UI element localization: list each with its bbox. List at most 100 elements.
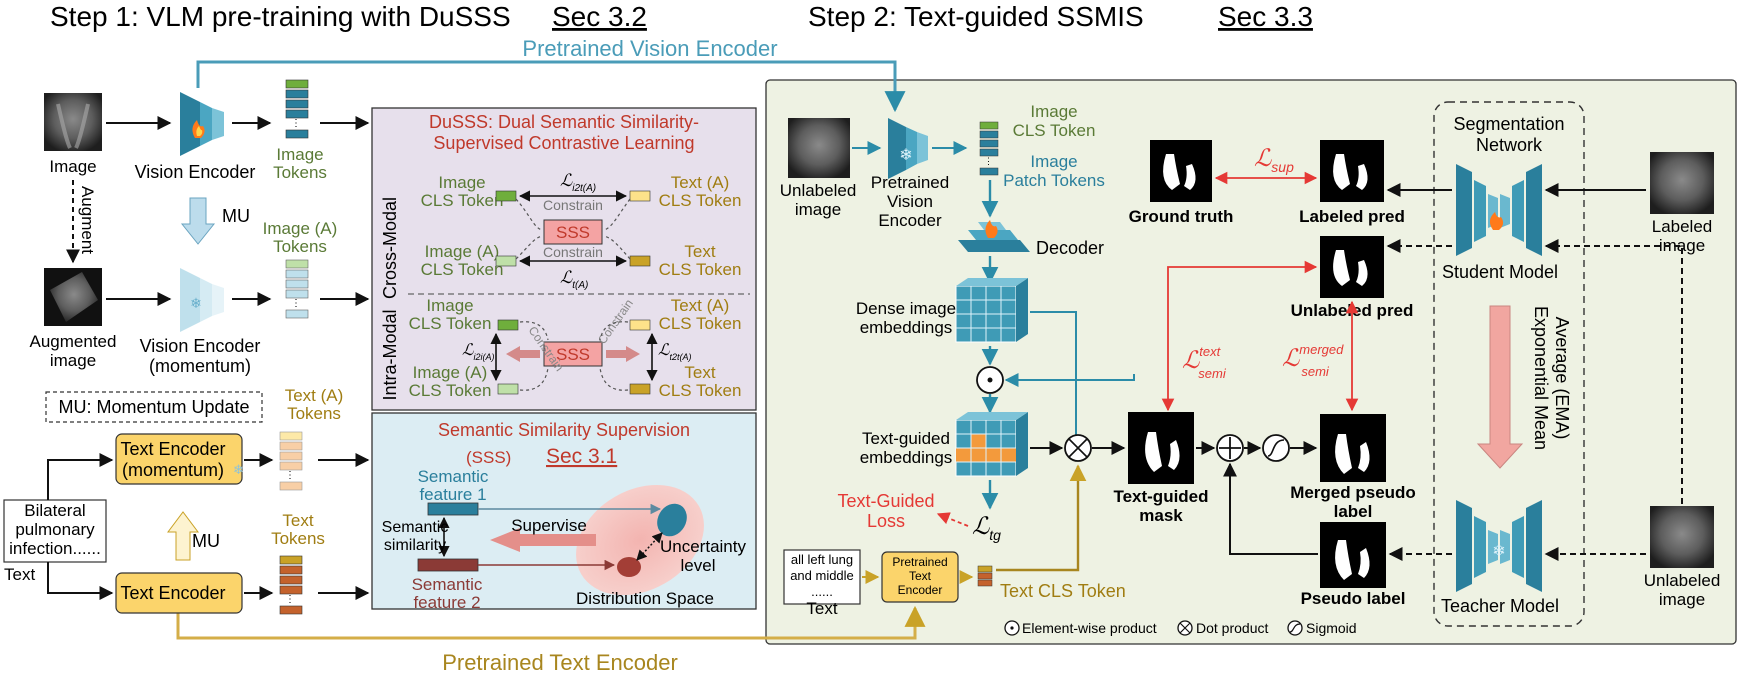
mu-legend-box bbox=[45, 391, 263, 423]
supervise-arrow bbox=[490, 528, 596, 552]
mu-label-text: MU bbox=[192, 531, 220, 551]
text-encoder-box bbox=[115, 572, 243, 614]
text-a-cls-token bbox=[629, 190, 651, 202]
text-a-tokens-label: Text (A)Tokens bbox=[285, 386, 344, 423]
step1-title: Step 1: VLM pre-training with DuSSS bbox=[50, 1, 511, 32]
sss-label-intra: SSS bbox=[556, 345, 590, 364]
ema-arrow bbox=[1476, 305, 1524, 469]
segmentation-network-box bbox=[1433, 101, 1585, 627]
image-a-tokens-icon: ⋮ bbox=[285, 259, 309, 319]
step2-text-label: Text bbox=[806, 599, 837, 618]
text-tokens-icon: ⋮ bbox=[279, 555, 303, 615]
operator-legend: Element-wise product Dot product Sigmoid bbox=[1004, 620, 1357, 636]
loss-t2t-a: ℒt2t(A) bbox=[658, 342, 692, 362]
dusss-title: DuSSS: Dual Semantic Similarity-Supervis… bbox=[429, 112, 699, 153]
svg-text:⋮: ⋮ bbox=[285, 470, 295, 481]
ground-truth-image bbox=[1150, 140, 1212, 202]
sss-node-cross bbox=[543, 219, 603, 245]
input-xray-image bbox=[44, 93, 102, 151]
intra-image-a-cls-label: Image (A)CLS Token bbox=[409, 363, 492, 400]
text-input-label: Text bbox=[4, 565, 35, 584]
text-cls-token-label: Text CLS Token bbox=[1000, 581, 1126, 601]
feature2-point bbox=[617, 557, 641, 577]
loss-i2t-a-bottom: ℒt(A) bbox=[560, 268, 588, 291]
vision-encoder-label: Vision Encoder bbox=[135, 162, 256, 182]
image-tokens-icon: ⋮ bbox=[285, 79, 309, 139]
pretrained-vision-label: Pretrained Vision Encoder bbox=[522, 36, 777, 61]
vision-encoder-icon bbox=[180, 92, 224, 156]
svg-text:⋮: ⋮ bbox=[285, 594, 295, 605]
step2-sec-link[interactable]: Sec 3.3 bbox=[1218, 1, 1313, 32]
labeled-pred-label: Labeled pred bbox=[1299, 207, 1405, 226]
vision-encoder-momentum-label: Vision Encoder(momentum) bbox=[140, 336, 261, 376]
svg-text:⋮: ⋮ bbox=[291, 118, 301, 129]
sss-sec-link[interactable]: Sec 3.1 bbox=[546, 445, 617, 468]
svg-text:❄: ❄ bbox=[190, 295, 202, 311]
cross-modal-label: Cross-Modal bbox=[380, 197, 400, 299]
text-encoder-momentum-box bbox=[115, 433, 243, 485]
sigmoid-op bbox=[1262, 434, 1290, 462]
pseudo-label-image bbox=[1320, 522, 1386, 588]
pretrained-vision-connector bbox=[196, 60, 906, 113]
pretrained-vision-encoder-icon: ❄ bbox=[888, 118, 928, 179]
text-cls-token-icon bbox=[977, 565, 993, 587]
supervise-label: Supervise bbox=[511, 516, 587, 535]
legend-sigmoid: Sigmoid bbox=[1306, 620, 1357, 636]
cross-text-a-cls-label: Text (A)CLS Token bbox=[659, 173, 742, 210]
loss-i2i-a: ℒi2i(A) bbox=[462, 342, 495, 362]
image-label: Image bbox=[49, 157, 96, 176]
ground-truth-label: Ground truth bbox=[1129, 207, 1234, 226]
svg-text:❄: ❄ bbox=[1492, 543, 1505, 560]
sss-abbr: (SSS) bbox=[466, 448, 511, 467]
legend-dot: Dot product bbox=[1196, 620, 1268, 636]
loss-sup: ℒsup bbox=[1254, 145, 1294, 175]
step2-pretrained-text-encoder bbox=[881, 551, 959, 603]
svg-text:❄: ❄ bbox=[899, 147, 912, 164]
student-model-label: Student Model bbox=[1442, 262, 1558, 282]
labeled-pred-image bbox=[1320, 140, 1384, 202]
feature1-point bbox=[657, 503, 687, 537]
loss-i2t-a: ℒi2t(A) bbox=[560, 171, 596, 194]
decoder-icon bbox=[958, 220, 1030, 252]
feature1-bar bbox=[427, 502, 479, 516]
step1-sec-link[interactable]: Sec 3.2 bbox=[552, 1, 647, 32]
text-encoder-momentum-label: Text Encoder(momentum) bbox=[120, 439, 225, 480]
feature2-bar bbox=[417, 558, 479, 572]
sss-node-intra bbox=[543, 341, 603, 367]
text-guided-mask-image bbox=[1128, 412, 1194, 484]
student-model-icon bbox=[1456, 164, 1542, 256]
unlabeled-image-input bbox=[788, 118, 850, 178]
text-encoder-label: Text Encoder bbox=[120, 583, 225, 603]
augment-label: Augment bbox=[78, 186, 97, 254]
pretrained-text-label: Pretrained Text Encoder bbox=[442, 650, 678, 675]
cross-image-a-cls-label: Image (A)CLS Token bbox=[421, 242, 504, 279]
step2-title: Step 2: Text-guided SSMIS bbox=[808, 1, 1144, 32]
sss-label-cross: SSS bbox=[556, 223, 590, 242]
intra-modal-label: Intra-Modal bbox=[380, 309, 400, 400]
teacher-model-icon: ❄ bbox=[1456, 500, 1542, 592]
distribution-space-label: Distribution Space bbox=[576, 589, 714, 608]
unlabeled-pred-image bbox=[1320, 236, 1384, 298]
